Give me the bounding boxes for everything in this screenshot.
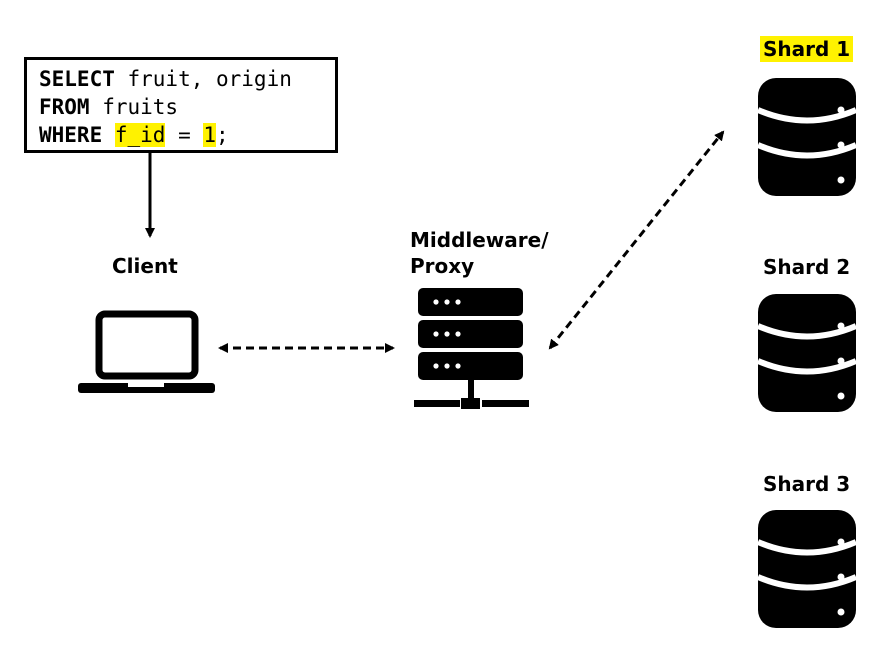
laptop-icon	[78, 310, 215, 393]
sql-operator: =	[165, 123, 204, 147]
sql-table-name: fruits	[89, 95, 179, 119]
middleware-label-line1: Middleware/	[410, 228, 549, 252]
shard-1-label: Shard 1	[760, 36, 854, 62]
middleware-label-line2: Proxy	[410, 254, 475, 278]
shard-3-database-icon	[756, 510, 858, 628]
sql-query-box: SELECT fruit, origin FROM fruits WHERE f…	[24, 57, 338, 153]
sql-keyword-from: FROM	[39, 95, 90, 119]
client-label: Client	[112, 254, 178, 278]
shard-1-database-icon	[756, 78, 858, 196]
sql-line-2: FROM fruits	[39, 93, 335, 121]
sql-shard-key-column: f_id	[114, 123, 166, 147]
sql-line-1: SELECT fruit, origin	[39, 65, 335, 93]
sql-select-columns: fruit, origin	[114, 67, 292, 91]
server-icon	[414, 288, 529, 409]
sql-keyword-where: WHERE	[39, 123, 103, 147]
sql-shard-key-value: 1	[203, 123, 217, 147]
shard-3-label: Shard 3	[763, 472, 851, 496]
sql-keyword-select: SELECT	[39, 67, 115, 91]
shard-2-label: Shard 2	[763, 255, 851, 279]
sql-terminator: ;	[216, 123, 229, 147]
sql-line-3: WHERE f_id = 1;	[39, 121, 335, 149]
shard-2-database-icon	[756, 294, 858, 412]
middleware-shard1-arrow	[548, 130, 725, 350]
